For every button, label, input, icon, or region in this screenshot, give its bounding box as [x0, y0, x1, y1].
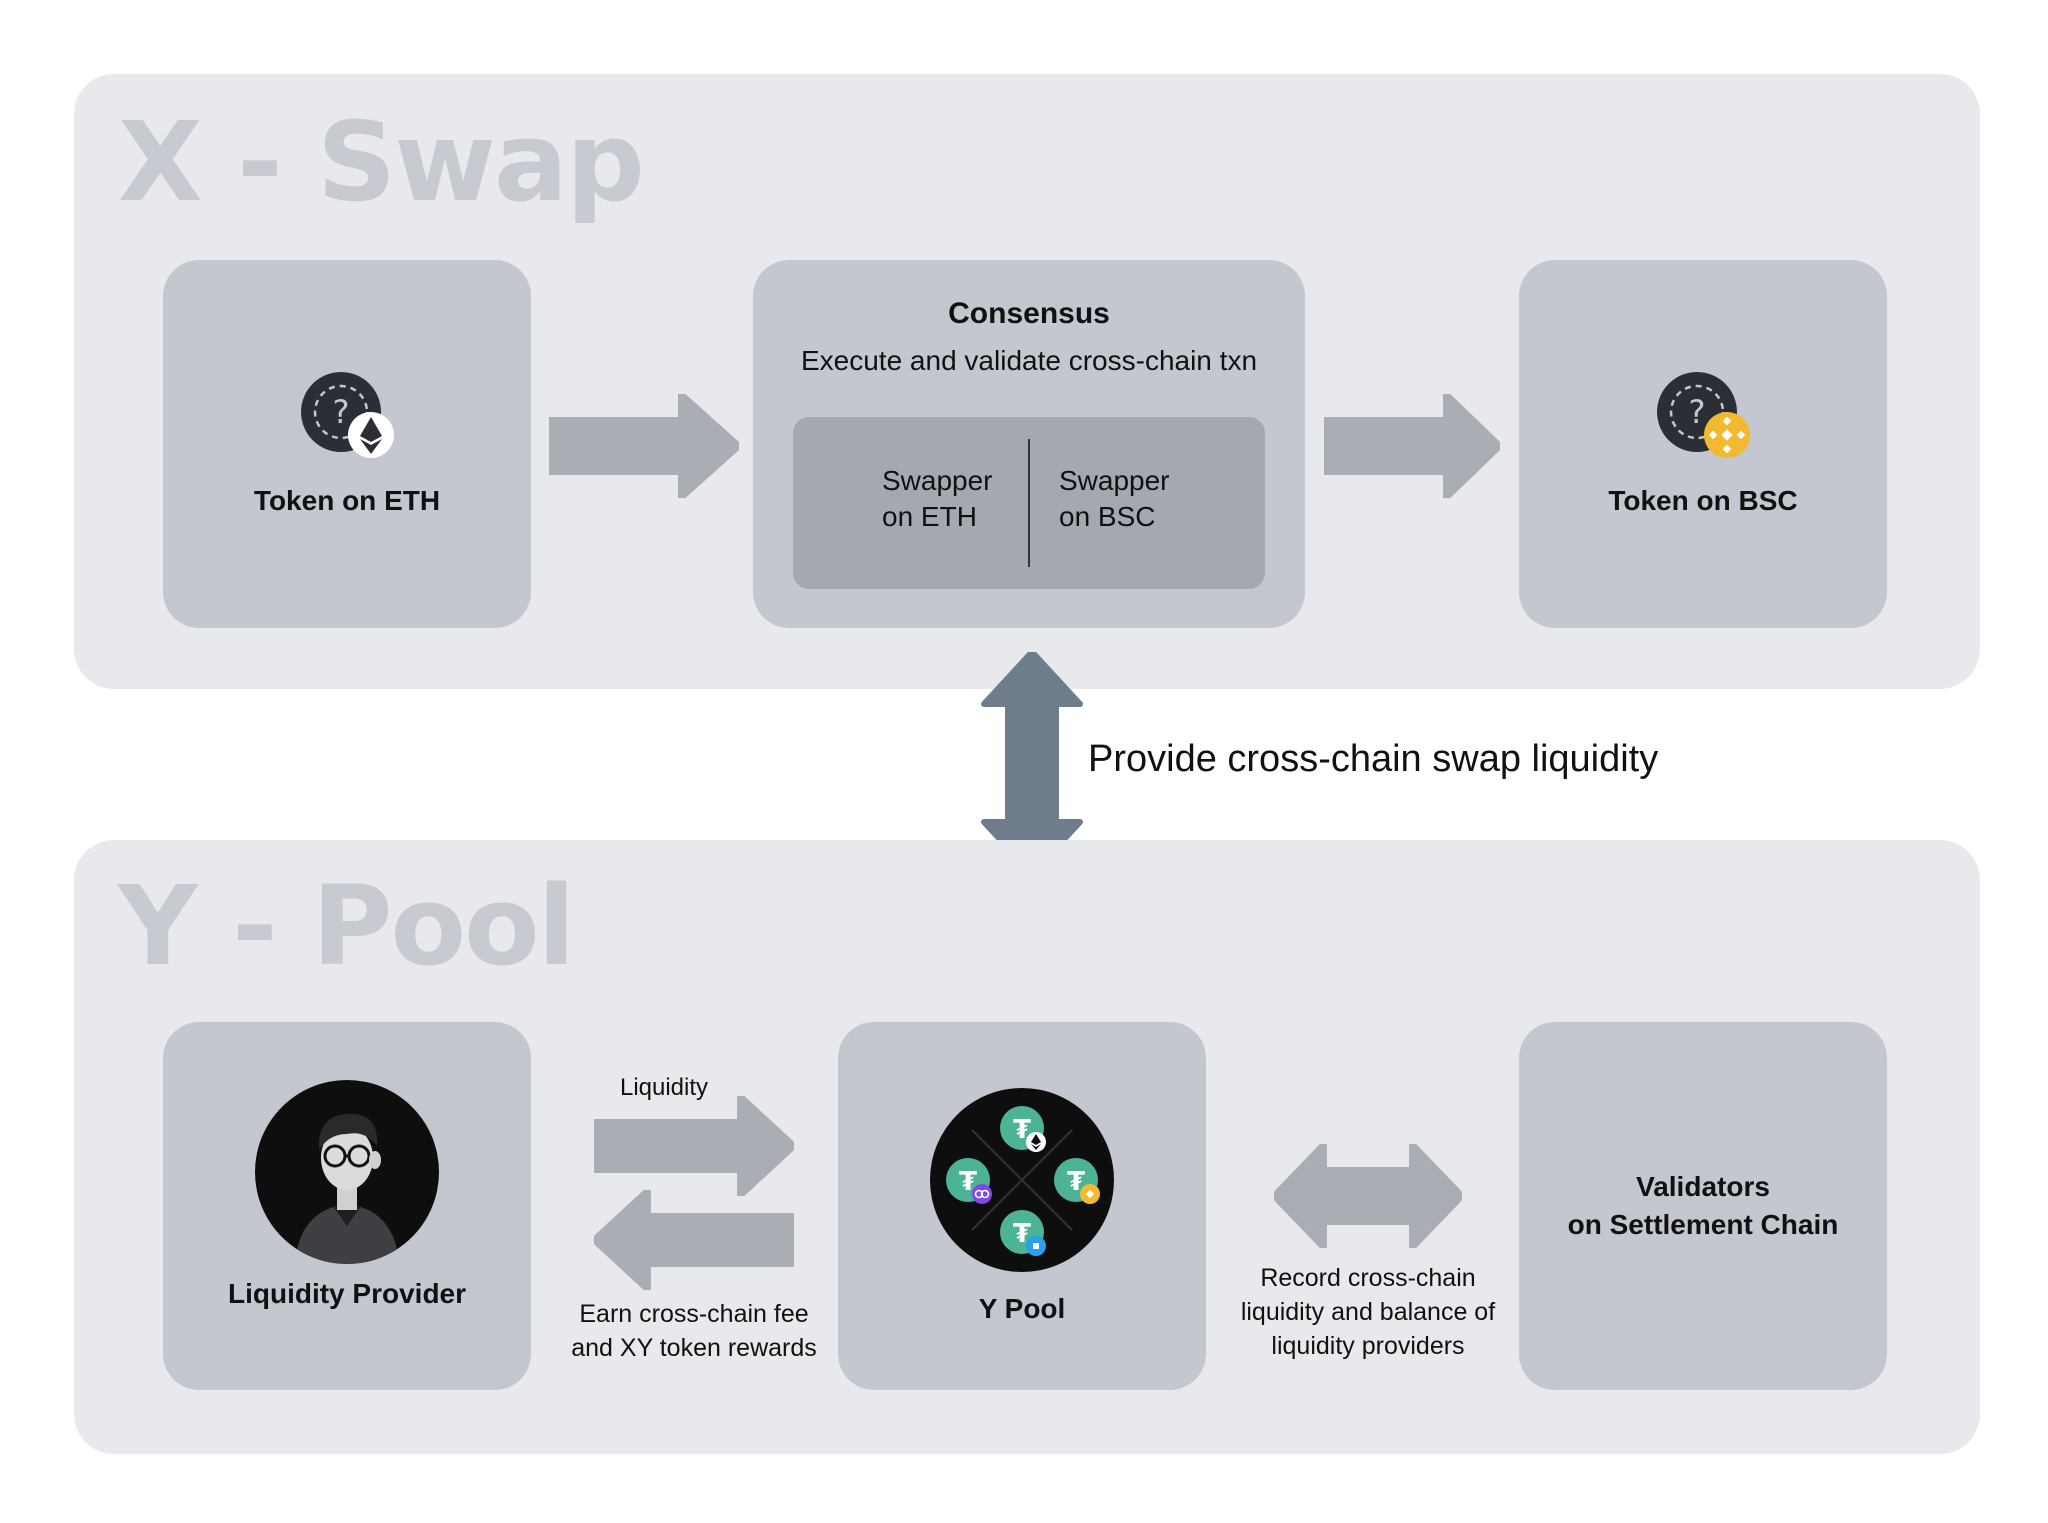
consensus-subtitle: Execute and validate cross-chain txn [800, 345, 1258, 376]
liquidity-arrow-label: Liquidity [619, 1074, 709, 1101]
arrow-rewards-to-provider [594, 1190, 794, 1290]
swapper-divider [1028, 439, 1030, 567]
svg-text:₮: ₮ [959, 1167, 977, 1197]
unknown-token-bsc-icon: ? [1657, 372, 1750, 458]
svg-text:₮: ₮ [1067, 1167, 1085, 1197]
record-caption: Record cross-chain liquidity and balance… [1240, 1264, 1496, 1360]
unknown-token-eth-icon: ? [301, 372, 394, 458]
y-pool-label: Y Pool [978, 1293, 1066, 1324]
validators-label: Validators on Settlement Chain [1567, 1171, 1839, 1240]
record-double-arrow [1274, 1144, 1462, 1248]
swappers-panel: Swapper on ETH Swapper on BSC [793, 417, 1265, 589]
consensus-box: Consensus Execute and validate cross-cha… [753, 260, 1305, 628]
token-eth-label: Token on ETH [253, 485, 441, 516]
token-eth-box: ? Token on ETH [163, 260, 531, 628]
liquidity-double-arrow [981, 652, 1083, 874]
arrow-eth-to-consensus [549, 394, 739, 498]
y-pool-section: Y - Pool Liquidity Provider Liquidity [74, 840, 1980, 1454]
liquidity-provider-avatar [255, 1080, 439, 1264]
token-bsc-box: ? Token on BSC [1519, 260, 1887, 628]
liquidity-provider-box: Liquidity Provider [163, 1022, 531, 1390]
provide-liquidity-label: Provide cross-chain swap liquidity [1088, 738, 1659, 780]
swapper-eth-label: Swapper on ETH [882, 465, 993, 533]
svg-text:?: ? [333, 393, 350, 431]
svg-text:?: ? [1689, 393, 1706, 431]
svg-text:₮: ₮ [1013, 1115, 1031, 1145]
y-pool-title: Y - Pool [118, 862, 575, 990]
token-bsc-label: Token on BSC [1608, 485, 1798, 516]
tether-coin-bsc: ₮ [1054, 1158, 1100, 1204]
validators-box: Validators on Settlement Chain [1519, 1022, 1887, 1390]
tether-coin-eth: ₮ [1000, 1106, 1046, 1152]
rewards-caption: Earn cross-chain fee and XY token reward… [571, 1300, 817, 1362]
x-swap-section: X - Swap ? Token on ETH Consensus Execut… [74, 74, 1980, 689]
tether-coin-other: ₮ [1000, 1210, 1046, 1256]
arrow-liquidity-to-pool [594, 1096, 794, 1196]
x-swap-title: X - Swap [118, 98, 645, 226]
tether-coin-polygon: ₮ [946, 1158, 992, 1204]
consensus-title: Consensus [948, 297, 1110, 330]
arrow-consensus-to-bsc [1324, 394, 1500, 498]
swapper-bsc-label: Swapper on BSC [1059, 465, 1170, 533]
tether-pool-icon: ₮ ₮ ₮ ₮ [930, 1088, 1114, 1272]
y-pool-box: ₮ ₮ ₮ ₮ [838, 1022, 1206, 1390]
svg-text:₮: ₮ [1013, 1219, 1031, 1249]
liquidity-provider-label: Liquidity Provider [227, 1278, 467, 1309]
